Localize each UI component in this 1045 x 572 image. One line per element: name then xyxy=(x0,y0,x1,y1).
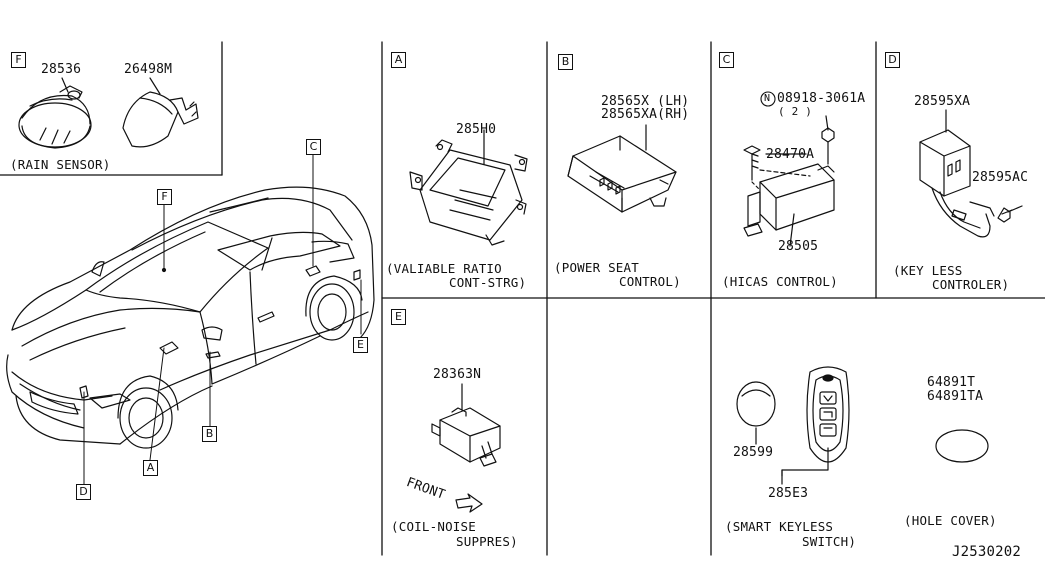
part-number-28565XA: 28565XA(RH) xyxy=(601,107,690,122)
part-number-28536: 28536 xyxy=(41,62,82,77)
panel-e-caption-line2: SUPPRES) xyxy=(456,534,518,549)
part-number-28470A: 28470A xyxy=(766,147,815,162)
panel-frame xyxy=(0,41,1045,556)
variable-ratio-unit-drawing xyxy=(409,129,528,246)
part-number-64891TA: 64891TA xyxy=(927,389,984,404)
car-callout-b: B xyxy=(202,426,217,442)
hicas-control-unit-drawing xyxy=(743,91,835,247)
bolt-quantity: ( 2 ) xyxy=(778,105,813,118)
car-callout-d: D xyxy=(76,484,91,500)
panel-e-letter: E xyxy=(391,309,406,325)
part-number-28599: 28599 xyxy=(733,445,774,460)
panel-b-caption-line1: (POWER SEAT xyxy=(554,260,639,275)
hole-cover-caption: (HOLE COVER) xyxy=(904,513,997,528)
car-callout-e: E xyxy=(353,337,368,353)
panel-f-letter: F xyxy=(11,52,26,68)
part-number-28595XA: 28595XA xyxy=(914,94,971,109)
car-callout-f: F xyxy=(157,189,172,205)
panel-a-caption-line1: (VALIABLE RATIO xyxy=(386,261,502,276)
car-body-drawing xyxy=(6,186,375,449)
panel-d-caption-line1: (KEY LESS xyxy=(893,263,963,278)
car-callout-a: A xyxy=(143,460,158,476)
panel-d-caption-line2: CONTROLER) xyxy=(932,277,1010,292)
part-number-08918-3061A: 08918-3061A xyxy=(777,91,866,106)
hole-cover-drawing xyxy=(935,429,989,463)
part-number-285E3: 285E3 xyxy=(768,486,809,501)
power-seat-unit-drawing xyxy=(567,124,677,213)
part-number-28595AC: 28595AC xyxy=(972,170,1029,185)
panel-b-letter: B xyxy=(558,54,573,70)
bolt-symbol-n: N xyxy=(764,93,771,104)
part-number-28565X: 28565X (LH) xyxy=(601,94,690,109)
rain-sensor-cover-26498M-drawing xyxy=(122,77,199,148)
smart-key-caption-line2: SWITCH) xyxy=(802,534,857,549)
part-number-64891T: 64891T xyxy=(927,375,976,390)
panel-d-letter: D xyxy=(885,52,900,68)
diagram-id: J2530202 xyxy=(952,544,1022,560)
panel-b-caption-line2: CONTROL) xyxy=(619,274,681,289)
rain-sensor-28536-drawing xyxy=(18,77,92,149)
smart-key-caption-line1: (SMART KEYLESS xyxy=(725,519,834,534)
coil-noise-suppressor-drawing xyxy=(431,383,501,513)
part-number-28363N: 28363N xyxy=(433,367,482,382)
hicas-control-caption: (HICAS CONTROL) xyxy=(722,274,838,289)
rain-sensor-caption: (RAIN SENSOR) xyxy=(10,157,111,172)
panel-a-letter: A xyxy=(391,52,406,68)
panel-e-caption-line1: (COIL-NOISE xyxy=(391,519,476,534)
panel-c-letter: C xyxy=(719,52,734,68)
part-number-28505: 28505 xyxy=(778,239,819,254)
part-number-285H0: 285H0 xyxy=(456,122,497,137)
part-number-26498M: 26498M xyxy=(124,62,173,77)
keyless-controller-drawing xyxy=(919,109,1023,238)
callout-leaders xyxy=(83,154,362,485)
car-callout-c: C xyxy=(306,139,321,155)
panel-a-caption-line2: CONT-STRG) xyxy=(449,275,527,290)
smart-key-drawing xyxy=(736,366,850,485)
